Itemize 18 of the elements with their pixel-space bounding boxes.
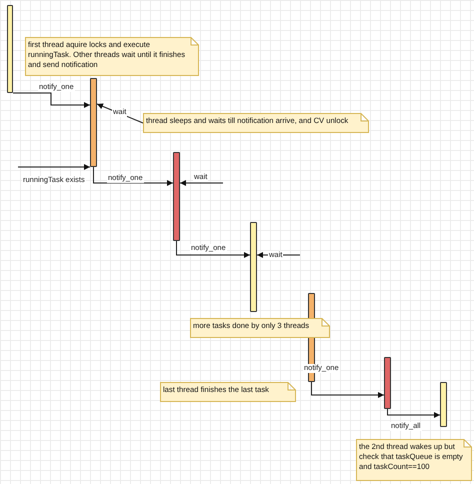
note-box: [143, 113, 369, 133]
arrow: [180, 180, 224, 186]
arrow: [93, 166, 174, 186]
arrow: [311, 382, 384, 398]
activation-bar: [7, 5, 13, 93]
activation-bar: [173, 152, 180, 241]
note-box: [356, 439, 472, 481]
activation-bar: [440, 382, 447, 427]
activation-bar: [90, 78, 97, 167]
note-box: [190, 318, 330, 338]
activation-bar: [250, 222, 257, 312]
activation-bar: [384, 357, 391, 409]
arrow: [18, 164, 90, 170]
note-box: [25, 37, 199, 76]
note-box: [160, 382, 296, 402]
arrow: [176, 240, 250, 258]
arrow: [387, 408, 440, 418]
arrow: [12, 92, 90, 108]
